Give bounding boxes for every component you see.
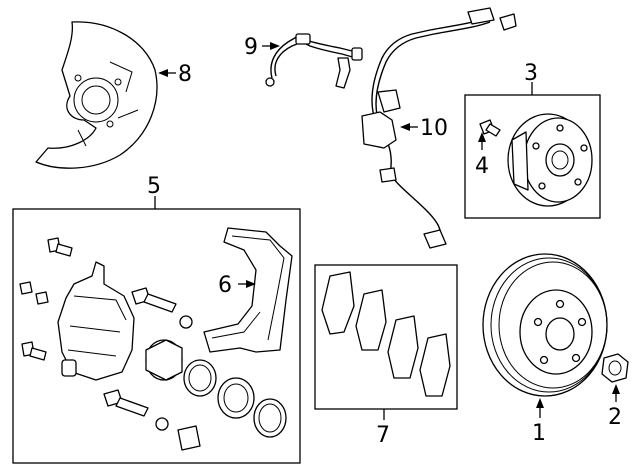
brake-pads[interactable] bbox=[321, 271, 451, 397]
dust-shield[interactable] bbox=[35, 21, 158, 169]
callout-2: 2 bbox=[608, 405, 622, 430]
callout-1: 1 bbox=[532, 421, 546, 446]
callout-3: 3 bbox=[524, 61, 538, 86]
callout-10: 10 bbox=[420, 116, 448, 141]
callout-8: 8 bbox=[178, 62, 192, 87]
callout-7: 7 bbox=[376, 423, 390, 448]
hub-bolt[interactable] bbox=[479, 119, 501, 137]
pads-box bbox=[314, 264, 458, 410]
caliper-box bbox=[12, 208, 301, 464]
hub-nut[interactable] bbox=[601, 353, 629, 383]
callout-6: 6 bbox=[218, 273, 232, 298]
caliper-support-bracket[interactable] bbox=[203, 227, 293, 353]
abs-wheel-speed-sensor[interactable] bbox=[361, 7, 517, 249]
caliper-assembly[interactable] bbox=[19, 237, 287, 451]
callout-9: 9 bbox=[244, 35, 258, 60]
brake-hose[interactable] bbox=[265, 33, 363, 89]
callout-5: 5 bbox=[147, 174, 161, 199]
callout-4: 4 bbox=[475, 154, 489, 179]
hub-bearing-assembly[interactable] bbox=[507, 113, 593, 207]
brake-rotor[interactable] bbox=[482, 253, 608, 397]
